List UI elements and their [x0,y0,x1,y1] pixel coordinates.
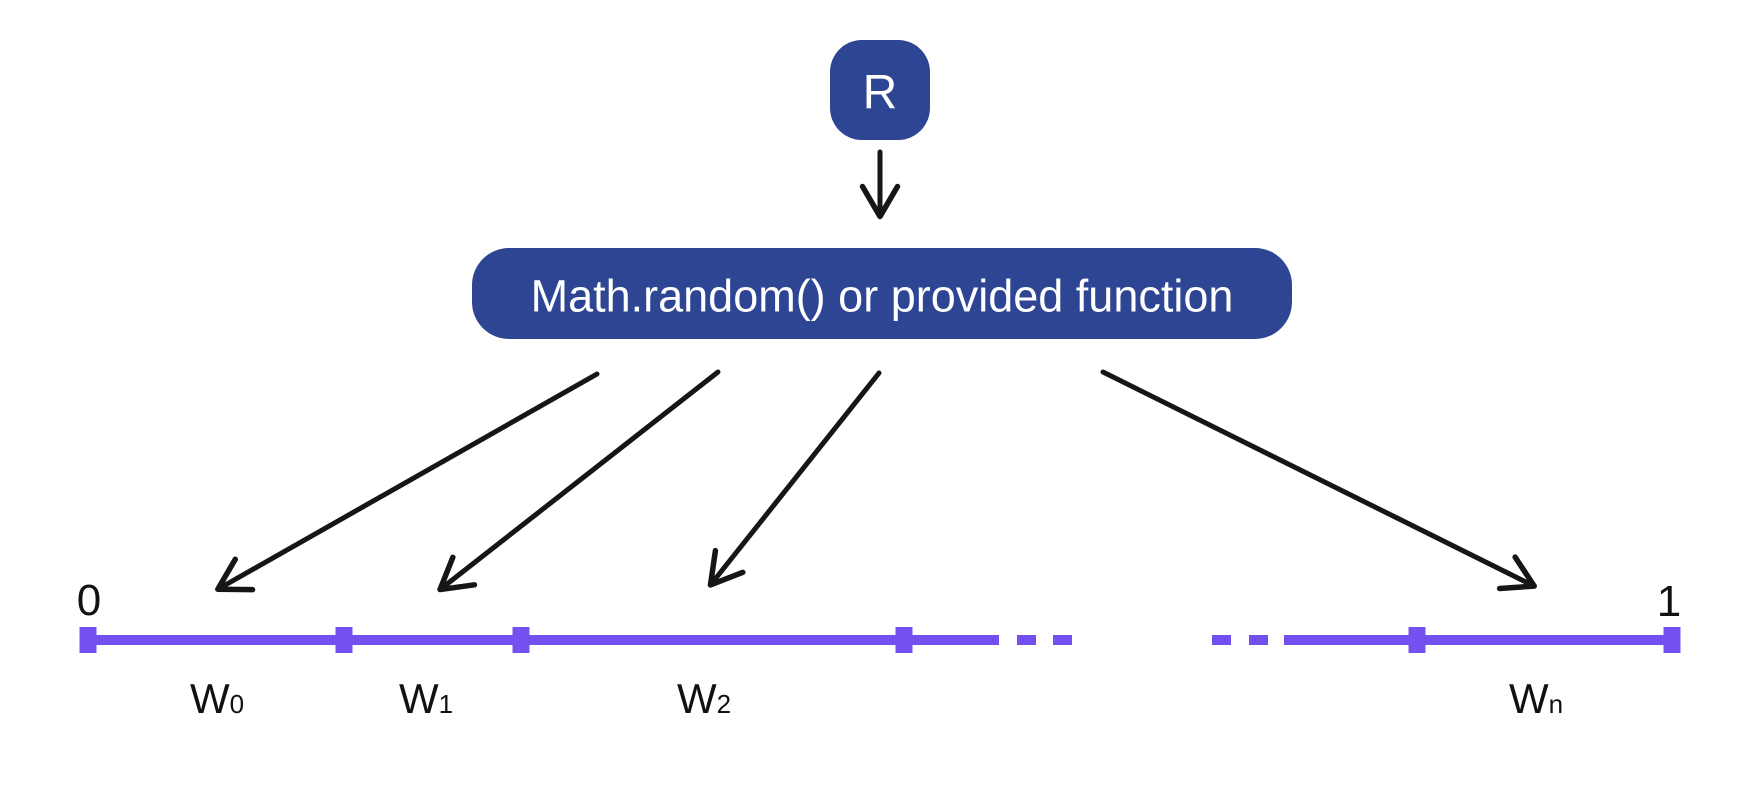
random-source-node-box [830,40,930,140]
segment-label-w0-base: W [190,675,230,722]
tick-marker [1408,627,1426,653]
segment-label-w1: W1 [399,675,453,722]
number-line [79,627,1681,653]
arrow-to-segment-w0 [215,371,600,593]
number-line-start-label: 0 [77,576,101,625]
segment-label-w2-base: W [677,675,717,722]
segment-label-w1-base: W [399,675,439,722]
tick-marker-start [79,627,97,653]
segment-label-w2: W2 [677,675,731,722]
segment-label-wn-sub: n [1549,689,1563,719]
segment-label-w1-sub: 1 [439,689,453,719]
segment-label-wn-base: W [1509,675,1549,722]
number-line-end-label: 1 [1657,577,1681,626]
segment-label-w2-sub: 2 [717,689,731,719]
generator-node-box [472,248,1292,339]
tick-marker [512,627,530,653]
arrow-to-segment-wn [1100,369,1537,592]
generator-node-label: Math.random() or provided function [531,271,1234,322]
arrow-to-segment-w2 [707,370,882,588]
random-source-node-label: R [863,67,898,120]
tick-marker-end [1663,627,1681,653]
tick-marker [895,627,913,653]
segment-label-w0: W0 [190,675,244,722]
arrow-to-segment-w1 [437,369,721,593]
segment-label-wn: Wn [1509,675,1563,722]
segment-label-w0-sub: 0 [230,689,244,719]
tick-marker [335,627,353,653]
